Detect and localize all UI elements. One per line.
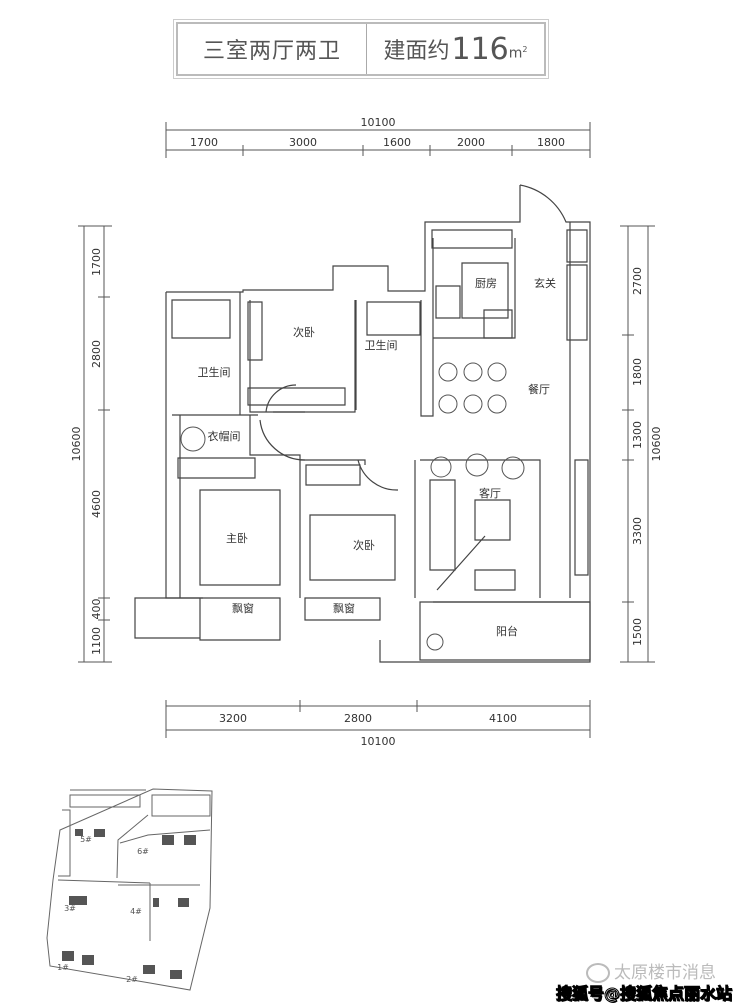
dim-right-2: 1800: [631, 358, 644, 386]
room-bedroom-3: 次卧: [353, 538, 375, 552]
unit-sup: 2: [522, 44, 528, 54]
dim-right-1: 2700: [631, 267, 644, 295]
area-value: 116: [451, 31, 509, 67]
dim-bottom-2: 2800: [344, 712, 372, 725]
area-prefix: 建面约: [383, 39, 450, 64]
dim-left-3: 4600: [90, 490, 103, 518]
site-building-2: 2#: [126, 975, 138, 984]
site-building-3: 3#: [64, 904, 76, 913]
site-building-4: 4#: [130, 907, 142, 916]
dim-right-4: 3300: [631, 517, 644, 545]
dim-left-total: 10600: [70, 427, 83, 462]
room-cloakroom: 衣帽间: [208, 429, 241, 443]
dim-top-4: 2000: [457, 136, 485, 149]
room-living: 客厅: [479, 486, 501, 500]
room-bay-window-2: 飘窗: [333, 601, 355, 615]
site-building-5: 5#: [80, 835, 92, 844]
watermark-line1: 太原楼市消息: [614, 963, 716, 983]
dim-bottom-3: 4100: [489, 712, 517, 725]
dim-left-5: 1100: [90, 627, 103, 655]
dim-left-2: 2800: [90, 340, 103, 368]
dimension-lines: [78, 122, 655, 738]
dim-bottom-total: 10100: [361, 735, 396, 748]
dim-top-3: 1600: [383, 136, 411, 149]
dim-top-1: 1700: [190, 136, 218, 149]
dim-left-4: 400: [90, 599, 103, 620]
unit-m: m: [508, 45, 523, 62]
dim-right-5: 1500: [631, 618, 644, 646]
dim-left-1: 1700: [90, 248, 103, 276]
title-box: 三室两厅两卫 建面约 116 m2: [176, 22, 546, 76]
dim-right-3: 1300: [631, 421, 644, 449]
room-bay-window-1: 飘窗: [232, 601, 254, 615]
dim-bottom-1: 3200: [219, 712, 247, 725]
room-kitchen: 厨房: [475, 277, 497, 290]
room-bathroom-2: 卫生间: [365, 338, 398, 352]
site-building-6: 6#: [137, 847, 149, 856]
layout-type: 三室两厅两卫: [178, 24, 367, 74]
dim-top-5: 1800: [537, 136, 565, 149]
site-building-1: 1#: [57, 963, 69, 972]
room-entrance: 玄关: [534, 276, 556, 290]
area-unit: m2: [509, 45, 528, 62]
room-balcony: 阳台: [496, 624, 518, 638]
room-bathroom-1: 卫生间: [198, 365, 231, 379]
watermark-account: 太原楼市消息: [586, 958, 716, 983]
room-master-bedroom: 主卧: [226, 532, 248, 545]
room-dining: 餐厅: [528, 382, 550, 396]
dim-top-total: 10100: [361, 116, 396, 129]
dim-top-2: 3000: [289, 136, 317, 149]
walls: [134, 184, 591, 663]
watermark-source: 搜狐号@搜狐焦点丽水站: [555, 984, 733, 1003]
dining-chairs: [180, 362, 525, 651]
room-bedroom-2: 次卧: [293, 325, 315, 339]
wechat-icon: [586, 963, 610, 983]
site-plan: 5# 6# 3# 4# 1# 2#: [46, 788, 213, 991]
dim-right-total: 10600: [650, 427, 663, 462]
area-label: 建面约 116 m2: [367, 24, 544, 74]
top-ticks: [165, 122, 591, 158]
